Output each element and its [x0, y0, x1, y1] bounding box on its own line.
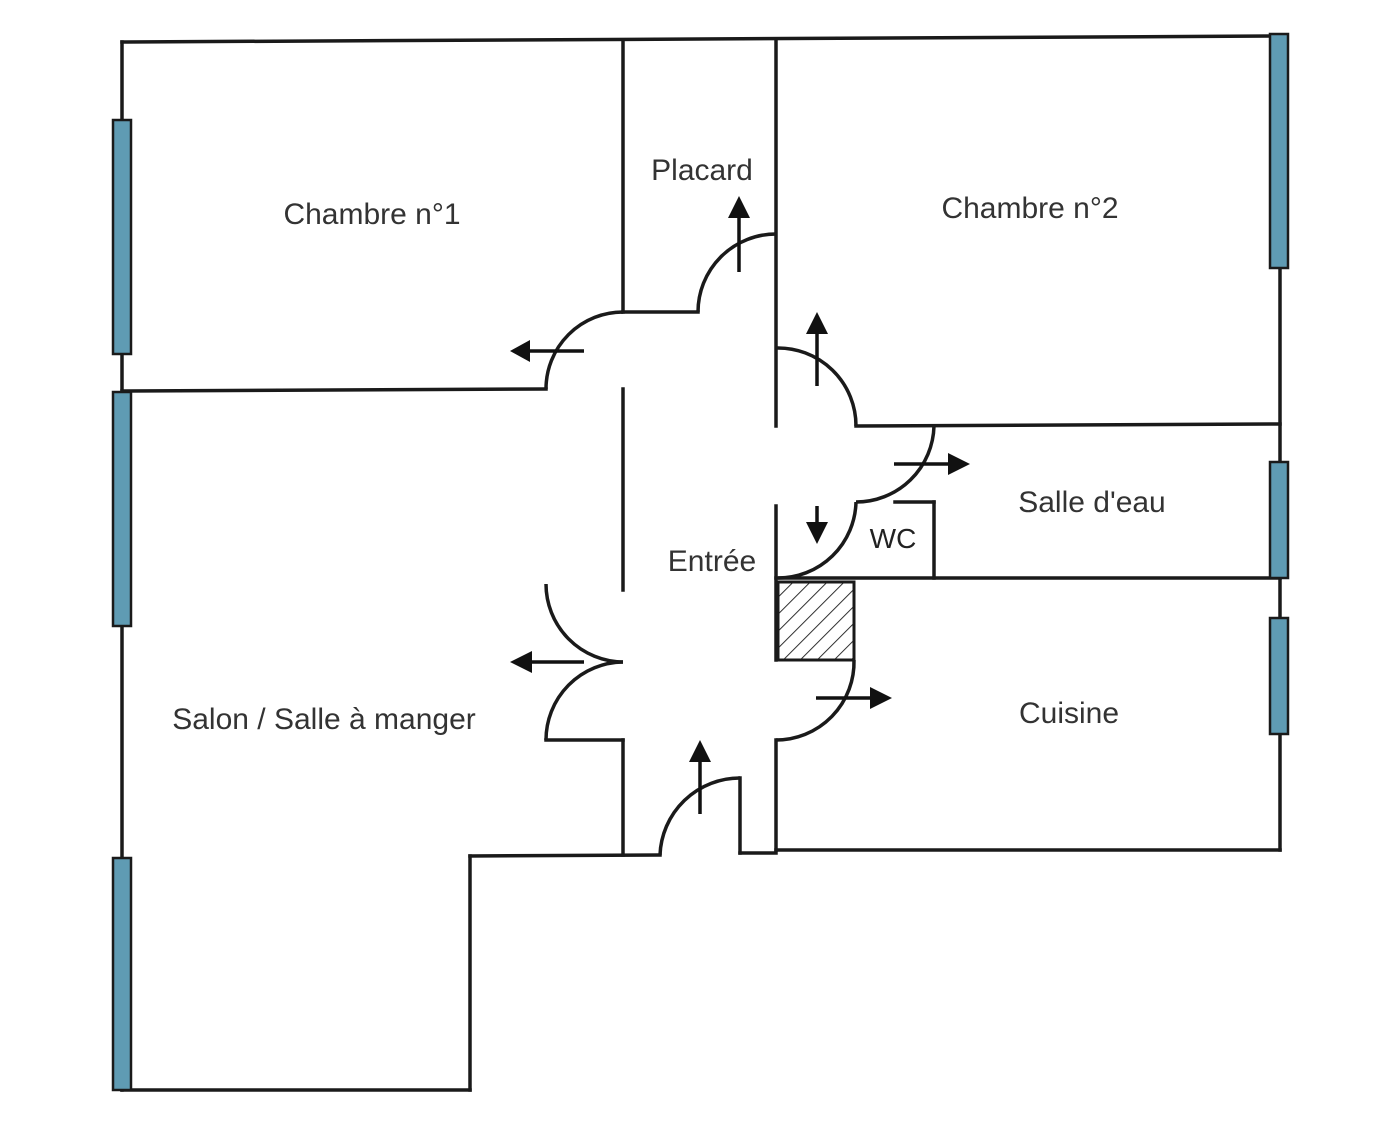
label-chambre2: Chambre n°2 — [941, 192, 1118, 225]
label-entree: Entrée — [668, 545, 756, 578]
arrows — [510, 196, 970, 814]
label-salle-eau: Salle d'eau — [1018, 486, 1166, 519]
hatched-duct — [776, 580, 856, 662]
label-salon: Salon / Salle à manger — [172, 703, 476, 736]
window-chambre1 — [111, 118, 133, 356]
door-swings — [544, 232, 936, 856]
room-labels: Chambre n°1 Placard Chambre n°2 Salle d'… — [172, 154, 1166, 736]
window-chambre2 — [1268, 32, 1290, 270]
label-placard: Placard — [651, 154, 753, 187]
window-cuisine — [1268, 616, 1290, 736]
windows — [111, 32, 1290, 1092]
label-wc: WC — [870, 523, 917, 554]
window-salle-eau — [1268, 460, 1290, 580]
label-chambre1: Chambre n°1 — [283, 198, 460, 231]
label-cuisine: Cuisine — [1019, 697, 1119, 730]
window-salon-bottom — [111, 856, 133, 1092]
interior-walls — [120, 38, 1282, 857]
window-salon-top — [111, 390, 133, 628]
